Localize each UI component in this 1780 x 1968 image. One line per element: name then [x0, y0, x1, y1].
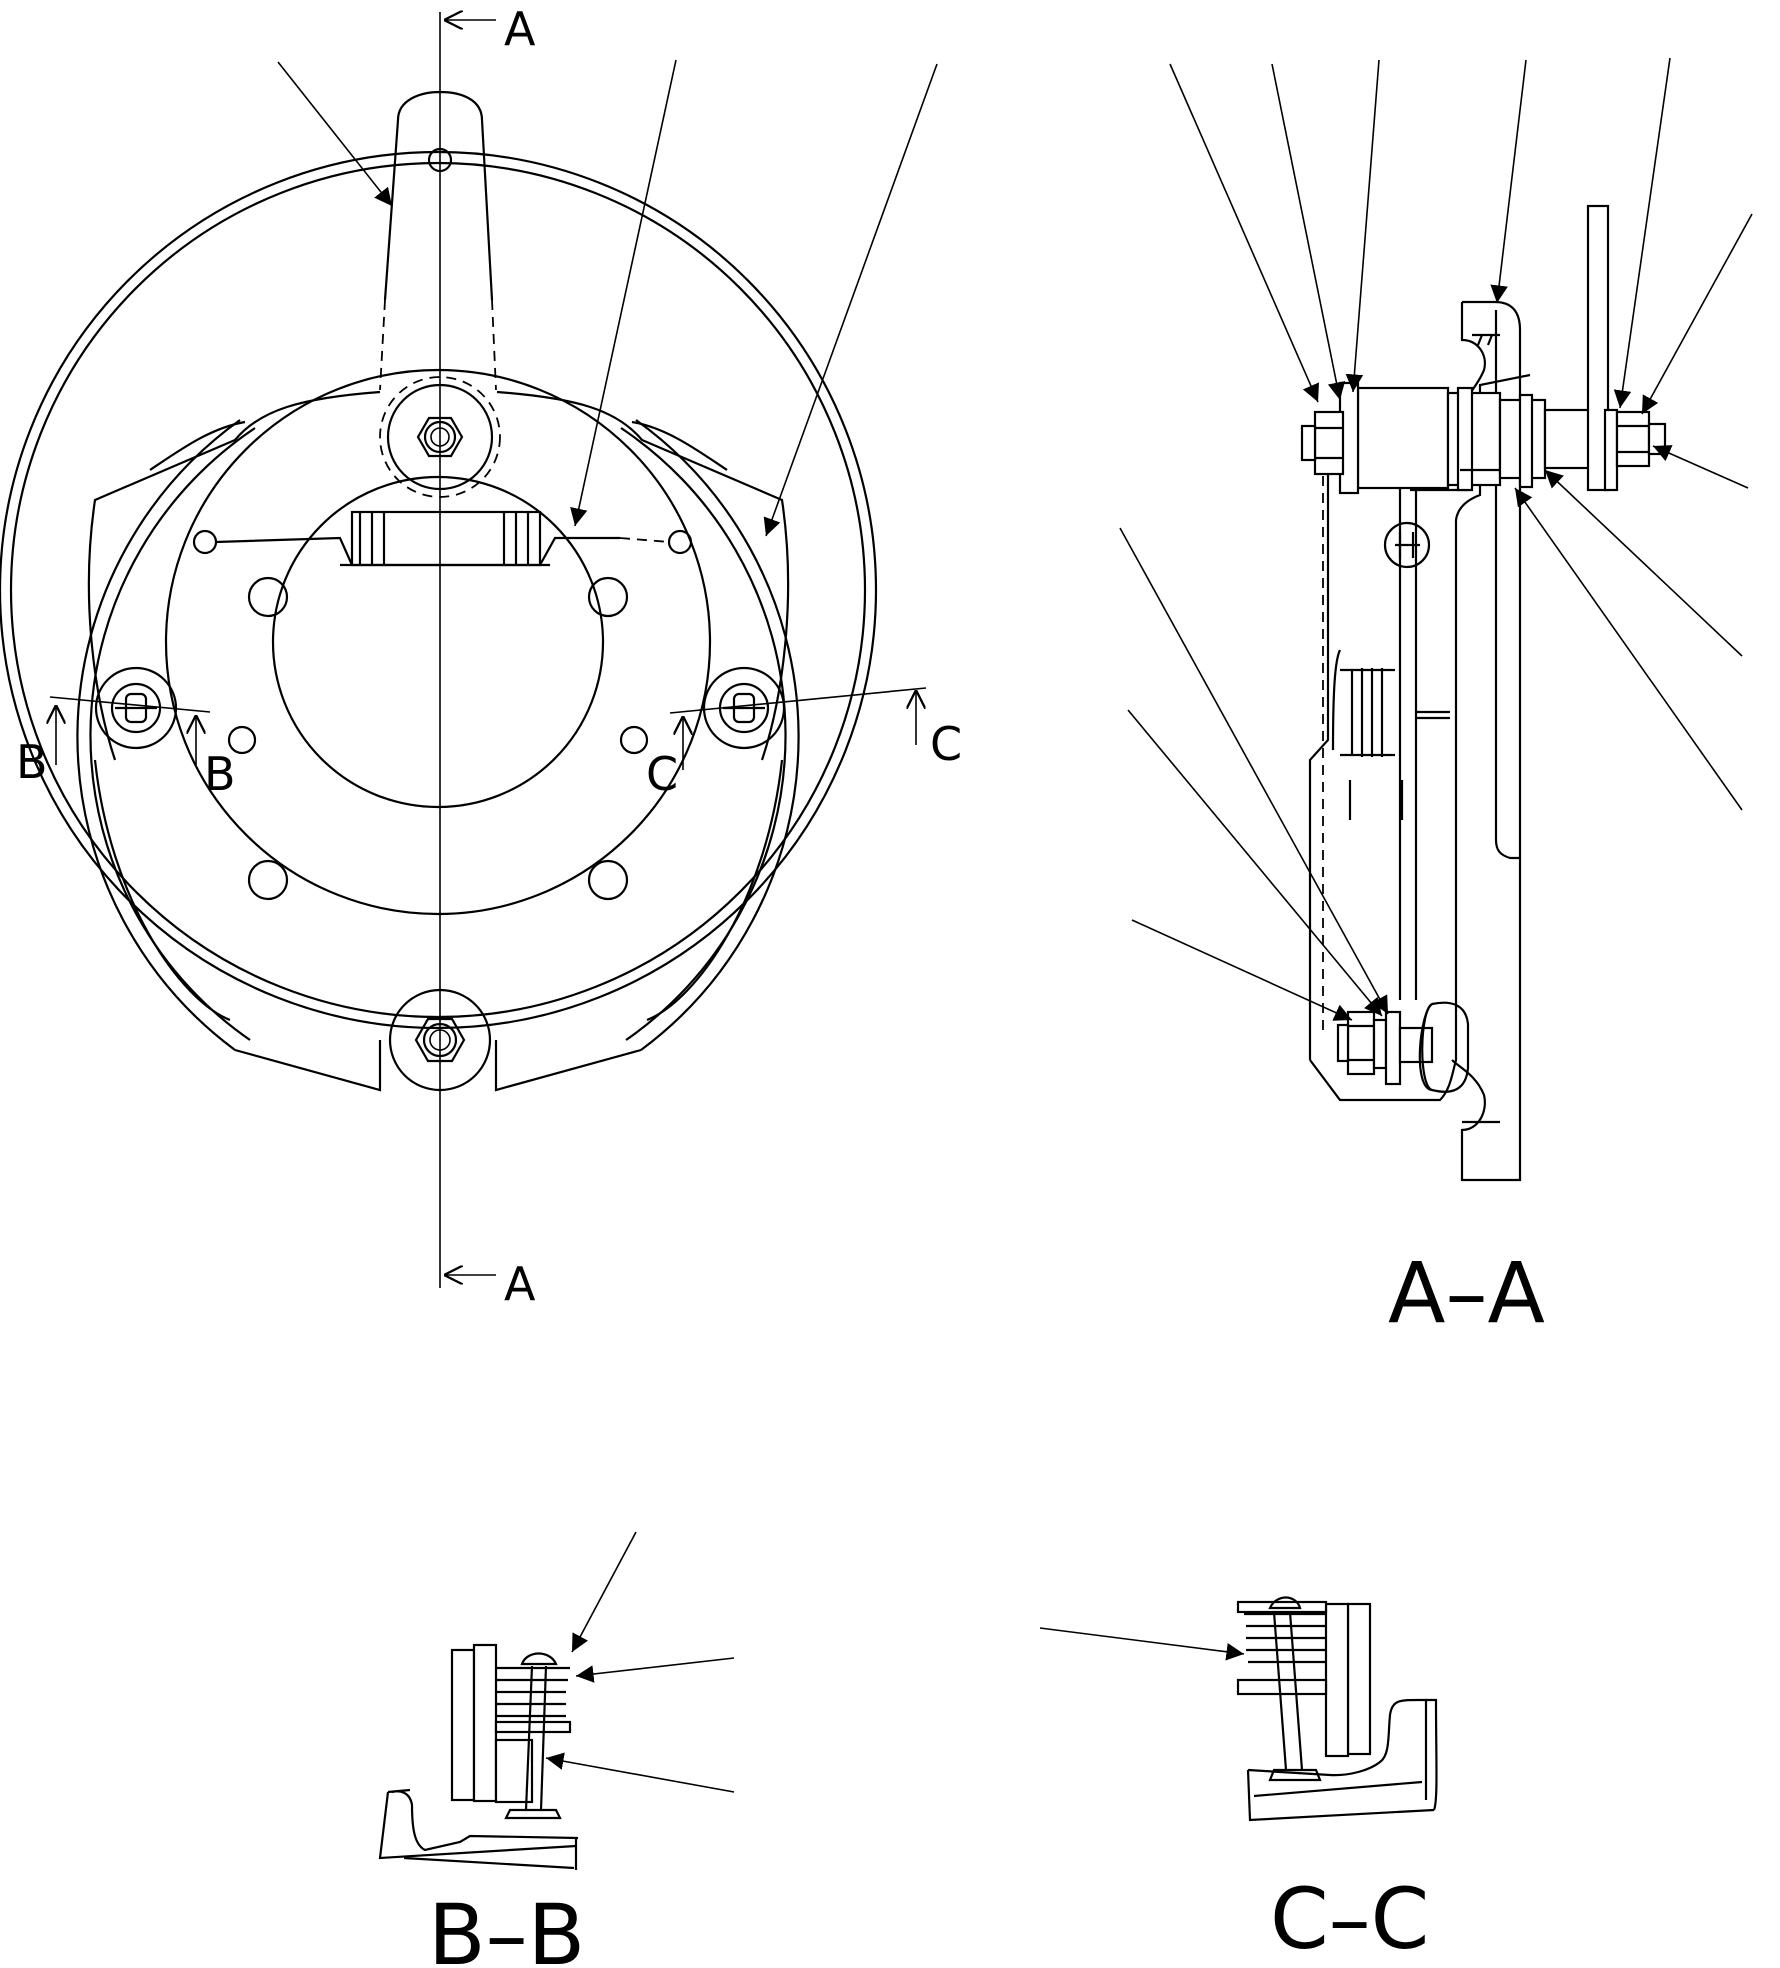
section-label-b-left: B — [16, 735, 48, 789]
spindle-nut-left — [1300, 410, 1345, 476]
brake-shoe-lower-left — [234, 1040, 382, 1092]
bb-hold-down-spring — [494, 1666, 572, 1734]
section-bb-view: B–B — [378, 1531, 735, 1968]
cc-hold-down-pin — [1268, 1611, 1322, 1782]
brake-lever — [396, 90, 494, 301]
bb-shoe-lining — [450, 1648, 476, 1802]
spindle-collar — [1356, 386, 1450, 490]
bolt-holes — [227, 576, 649, 901]
section-label-a-bottom: A — [504, 1257, 536, 1311]
section-aa-view: A–A — [1119, 57, 1753, 1342]
lining-left — [76, 419, 241, 1051]
lining-left-inner — [89, 427, 256, 1041]
front-view: A A B B C C — [0, 2, 962, 1311]
section-aa-leader-lines — [1119, 57, 1753, 1021]
cc-shoe-lining — [1346, 1602, 1372, 1756]
lining-right — [635, 419, 800, 1051]
spindle-nut-right — [1615, 410, 1667, 468]
hub-bore — [271, 475, 605, 809]
return-spring-section — [1331, 649, 1450, 757]
brake-shoe-lower-right — [494, 1040, 642, 1092]
lining-right-inner — [620, 427, 787, 1041]
section-cc-title: C–C — [1270, 1870, 1429, 1968]
drum-profile — [1451, 300, 1522, 1182]
drum-inner-rim — [9, 161, 867, 1019]
drum-outer-rim — [0, 151, 877, 1029]
section-label-a-top: A — [504, 2, 536, 56]
section-bb-title: B–B — [428, 1886, 585, 1968]
front-leader-lines — [277, 59, 938, 537]
backing-plate-profile — [1309, 373, 1531, 1102]
lever-section — [1586, 204, 1610, 492]
section-label-b-right: B — [204, 747, 236, 801]
actuating-rod — [1398, 488, 1418, 1000]
backing-plate — [164, 368, 712, 916]
section-label-c-right: C — [930, 717, 962, 771]
cc-hold-down-spring — [1236, 1600, 1328, 1664]
section-line-bb — [49, 696, 211, 713]
bb-hold-down-pin — [504, 1665, 562, 1820]
anchor-pin-section — [1336, 1001, 1470, 1093]
hold-down-pin-left — [94, 666, 178, 750]
brake-shoe-upper — [87, 390, 790, 761]
section-label-c-left: C — [646, 747, 678, 801]
section-cc-view: C–C — [1039, 1596, 1438, 1968]
section-aa-title: A–A — [1388, 1244, 1545, 1342]
section-line-cc — [669, 687, 927, 714]
return-spring — [192, 510, 693, 567]
